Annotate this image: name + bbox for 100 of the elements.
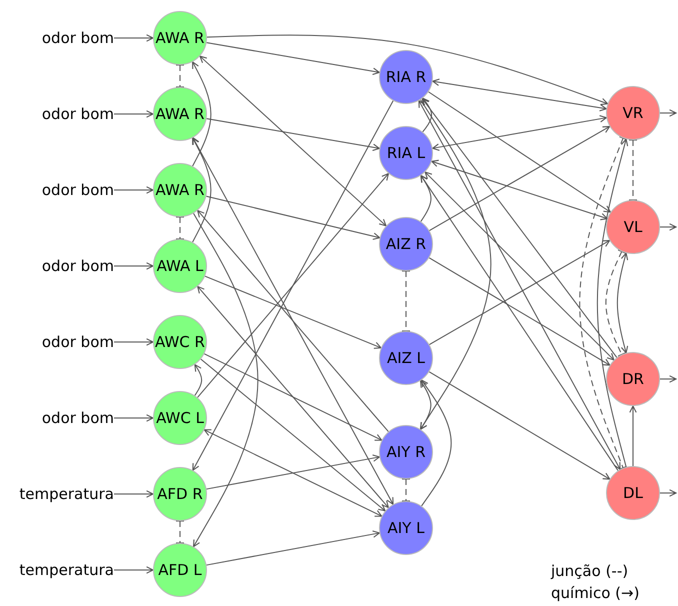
synapse-arrow bbox=[192, 137, 212, 243]
synapse-arrow bbox=[114, 110, 154, 118]
neuron-name: AWC L bbox=[156, 409, 204, 427]
synapse-arrow bbox=[114, 34, 154, 42]
synapse-arrow bbox=[428, 126, 610, 231]
neuron-name: AWA R bbox=[156, 181, 204, 199]
neuron-name: AWC R bbox=[155, 333, 205, 351]
neuron-circle bbox=[379, 217, 433, 271]
synapse-arrow bbox=[193, 212, 258, 548]
synapse-arrow bbox=[206, 196, 380, 240]
neuron-circle bbox=[379, 425, 433, 479]
synapse-arrow bbox=[200, 358, 386, 512]
synapse-arrow bbox=[660, 375, 677, 383]
junction-line bbox=[175, 520, 185, 544]
junction-line bbox=[401, 270, 411, 332]
synapse-arrow bbox=[197, 210, 389, 432]
neuron-name: AIZ L bbox=[386, 349, 426, 367]
synapse-arrow bbox=[114, 414, 154, 422]
synapse-arrow bbox=[660, 489, 677, 497]
synapse-arrow bbox=[418, 100, 621, 470]
neuron-name: RIA R bbox=[386, 68, 426, 86]
synapse-arrow bbox=[420, 175, 432, 222]
synapse-arrow bbox=[660, 223, 677, 231]
synapse-arrow bbox=[192, 137, 394, 505]
synapse-arrow bbox=[660, 109, 677, 117]
synapse-arrow bbox=[206, 42, 380, 75]
synapse-arrow bbox=[420, 174, 618, 472]
synapse-arrow bbox=[422, 98, 432, 132]
synapse-arrow bbox=[428, 257, 610, 366]
junction-line bbox=[175, 64, 185, 88]
neuron-circle bbox=[153, 391, 207, 445]
junction-line bbox=[175, 216, 185, 240]
input-label: odor bom bbox=[0, 407, 114, 429]
neuron-circle bbox=[153, 543, 207, 597]
synapse-arrow bbox=[192, 100, 394, 471]
synapse-arrow bbox=[422, 98, 618, 358]
synapse-arrow bbox=[432, 115, 607, 151]
synapse-arrow bbox=[206, 454, 380, 490]
synapse-arrow bbox=[616, 252, 628, 354]
input-label: odor bom bbox=[0, 27, 114, 49]
synapse-arrow bbox=[428, 371, 610, 480]
synapse-arrow bbox=[206, 530, 380, 566]
input-label: odor bom bbox=[0, 179, 114, 201]
neuron-circle bbox=[153, 11, 207, 65]
neuron-name: AWA R bbox=[156, 29, 204, 47]
input-label: temperatura bbox=[0, 483, 114, 505]
neuron-circle bbox=[379, 501, 433, 555]
neuron-circle bbox=[379, 331, 433, 385]
synapse-arrow bbox=[421, 380, 452, 506]
neuron-circle bbox=[153, 315, 207, 369]
input-label: odor bom bbox=[0, 103, 114, 125]
legend-note: químico (→) bbox=[551, 584, 640, 602]
synapse-arrow bbox=[206, 118, 380, 151]
synapse-arrow bbox=[629, 405, 637, 466]
neuron-circle bbox=[153, 239, 207, 293]
synapse-arrow bbox=[114, 338, 154, 346]
junction-line bbox=[579, 136, 628, 470]
synapse-arrow bbox=[204, 276, 382, 349]
junction-line bbox=[605, 249, 626, 357]
neuron-name: AFD L bbox=[158, 561, 202, 579]
neuron-circle bbox=[606, 86, 660, 140]
synapse-arrow bbox=[428, 240, 610, 345]
neuron-circle bbox=[153, 87, 207, 141]
neuron-name: DR bbox=[622, 370, 644, 388]
neuron-circle bbox=[606, 200, 660, 254]
synapse-arrow bbox=[114, 262, 154, 270]
synapse-arrow bbox=[199, 56, 387, 226]
neuron-circle bbox=[606, 352, 660, 406]
neuron-circle bbox=[153, 163, 207, 217]
synapse-arrow bbox=[114, 186, 154, 194]
synapse-arrow bbox=[420, 99, 492, 430]
synapse-arrow bbox=[206, 34, 608, 106]
synapse-arrow bbox=[432, 78, 607, 112]
input-label: odor bom bbox=[0, 255, 114, 277]
synapse-arrow bbox=[424, 172, 614, 360]
synapse-arrow bbox=[431, 160, 608, 220]
synapse-arrow bbox=[197, 286, 389, 508]
synapse-arrow bbox=[197, 173, 389, 398]
synapse-arrow bbox=[114, 566, 154, 574]
synapse-arrow bbox=[204, 429, 382, 517]
synapse-arrow bbox=[428, 91, 611, 213]
neuron-name: RIA L bbox=[386, 144, 426, 162]
synapse-arrow bbox=[194, 364, 202, 396]
synapse-arrow bbox=[192, 61, 212, 167]
synapse-arrow bbox=[204, 353, 382, 441]
legend-note: junção (--) bbox=[551, 562, 628, 580]
synapse-arrow bbox=[114, 490, 154, 498]
neuron-circle bbox=[606, 466, 660, 520]
synapse-arrow bbox=[596, 138, 628, 468]
input-label: odor bom bbox=[0, 331, 114, 353]
neuron-name: AIY L bbox=[388, 519, 424, 537]
neuron-name: AWA L bbox=[156, 257, 204, 275]
neuron-circle bbox=[379, 126, 433, 180]
neuron-circle bbox=[153, 467, 207, 521]
junction-line bbox=[401, 478, 411, 502]
neuron-name: DL bbox=[623, 484, 643, 502]
junction-line bbox=[628, 139, 638, 201]
neuron-name: VR bbox=[622, 104, 644, 122]
input-label: temperatura bbox=[0, 559, 114, 581]
neuron-name: VL bbox=[624, 218, 642, 236]
